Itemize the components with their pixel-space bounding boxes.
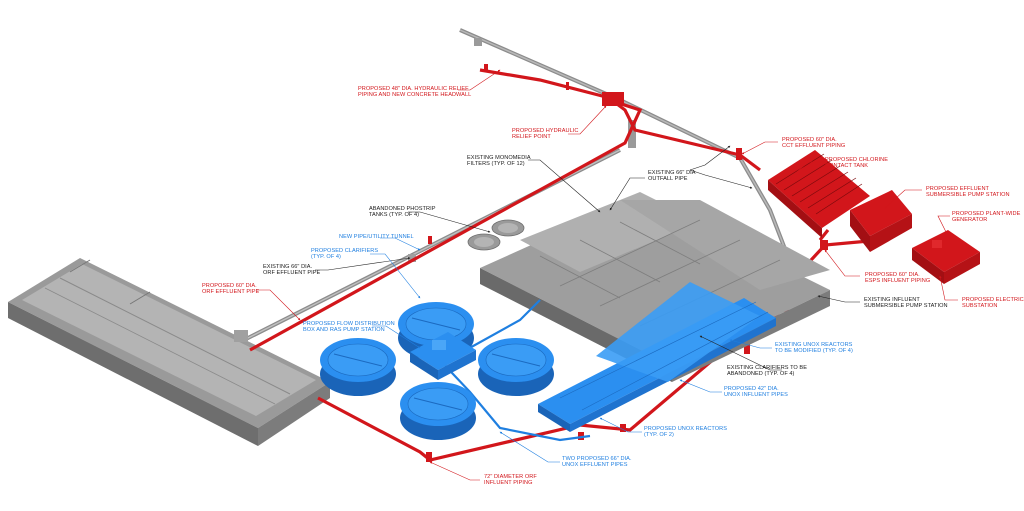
proposed-unox-reactors — [538, 282, 776, 432]
label-proposed-unox-reactors: PROPOSED UNOX REACTORS (TYP. OF 2) — [644, 426, 728, 439]
label-proposed-clarifiers: PROPOSED CLARIFIERS (TYP. OF 4) — [311, 248, 379, 261]
clarifier-west — [320, 338, 396, 396]
existing-basin-left — [8, 258, 330, 446]
label-unox-reactors-modified: EXISTING UNOX REACTORS TO BE MODIFIED (T… — [775, 342, 853, 355]
label-hydraulic-relief-point: PROPOSED HYDRAULIC RELIEF POINT — [512, 128, 579, 141]
label-hydraulic-relief-piping: PROPOSED 48" DIA. HYDRAULIC RELIEF PIPIN… — [358, 86, 472, 99]
label-monomedia-filters: EXISTING MONOMEDIA FILTERS (TYP. OF 12) — [467, 155, 531, 168]
label-flow-distribution-box: PROPOSED FLOW DISTRIBUTION BOX AND RAS P… — [303, 321, 395, 334]
label-plant-wide-generator: PROPOSED PLANT-WIDE GENERATOR — [952, 211, 1021, 224]
label-unox-influent-pipes: PROPOSED 42" DIA. UNOX INFLUENT PIPES — [724, 386, 788, 399]
proposed-electrical-substation — [912, 230, 980, 284]
label-phostrip-tanks: ABANDONED PHOSTRIP TANKS (TYP. OF 4) — [369, 206, 436, 219]
leader-lines — [256, 69, 958, 481]
proposed-blue-piping — [435, 299, 591, 442]
label-chlorine-contact-tank: PROPOSED CHLORINE CONTACT TANK — [825, 157, 889, 170]
label-cct-effluent-piping: PROPOSED 60" DIA. CCT EFFLUENT PIPING — [782, 137, 846, 150]
label-clarifiers-abandoned: EXISTING CLARIFIERS TO BE ABANDONED (TYP… — [727, 365, 807, 378]
flow-distribution-box — [410, 332, 476, 380]
proposed-chlorine-contact-tank — [768, 150, 912, 252]
label-proposed-orf-effluent: PROPOSED 60" DIA. ORF EFFLUENT PIPE — [202, 283, 260, 296]
clarifier-east — [478, 338, 554, 396]
label-unox-effluent-pipes: TWO PROPOSED 66" DIA. UNOX EFFLUENT PIPE… — [562, 456, 632, 469]
label-effluent-pump-station: PROPOSED EFFLUENT SUBMERSIBLE PUMP STATI… — [926, 186, 1010, 199]
proposed-clarifiers — [320, 302, 554, 440]
label-orf-influent-piping: 72" DIAMETER ORF INFLUENT PIPING — [484, 474, 537, 487]
label-electrical-substation: PROPOSED ELECTRICAL SUBSTATION — [962, 297, 1024, 310]
clarifier-south — [400, 382, 476, 440]
label-existing-orf-effluent: EXISTING 66" DIA. ORF EFFLUENT PIPE — [263, 264, 321, 277]
label-outfall-pipe: EXISTING 66" DIA OUTFALL PIPE — [648, 170, 696, 183]
clarifier-north — [398, 302, 474, 360]
label-pipe-utility-tunnel: NEW PIPE/UTILITY TUNNEL — [339, 234, 414, 240]
label-influent-pump-station: EXISTING INFLUENT SUBMERSIBLE PUMP STATI… — [864, 297, 948, 310]
label-esps-influent-piping: PROPOSED 60" DIA. ESPS INFLUENT PIPING — [865, 272, 931, 285]
